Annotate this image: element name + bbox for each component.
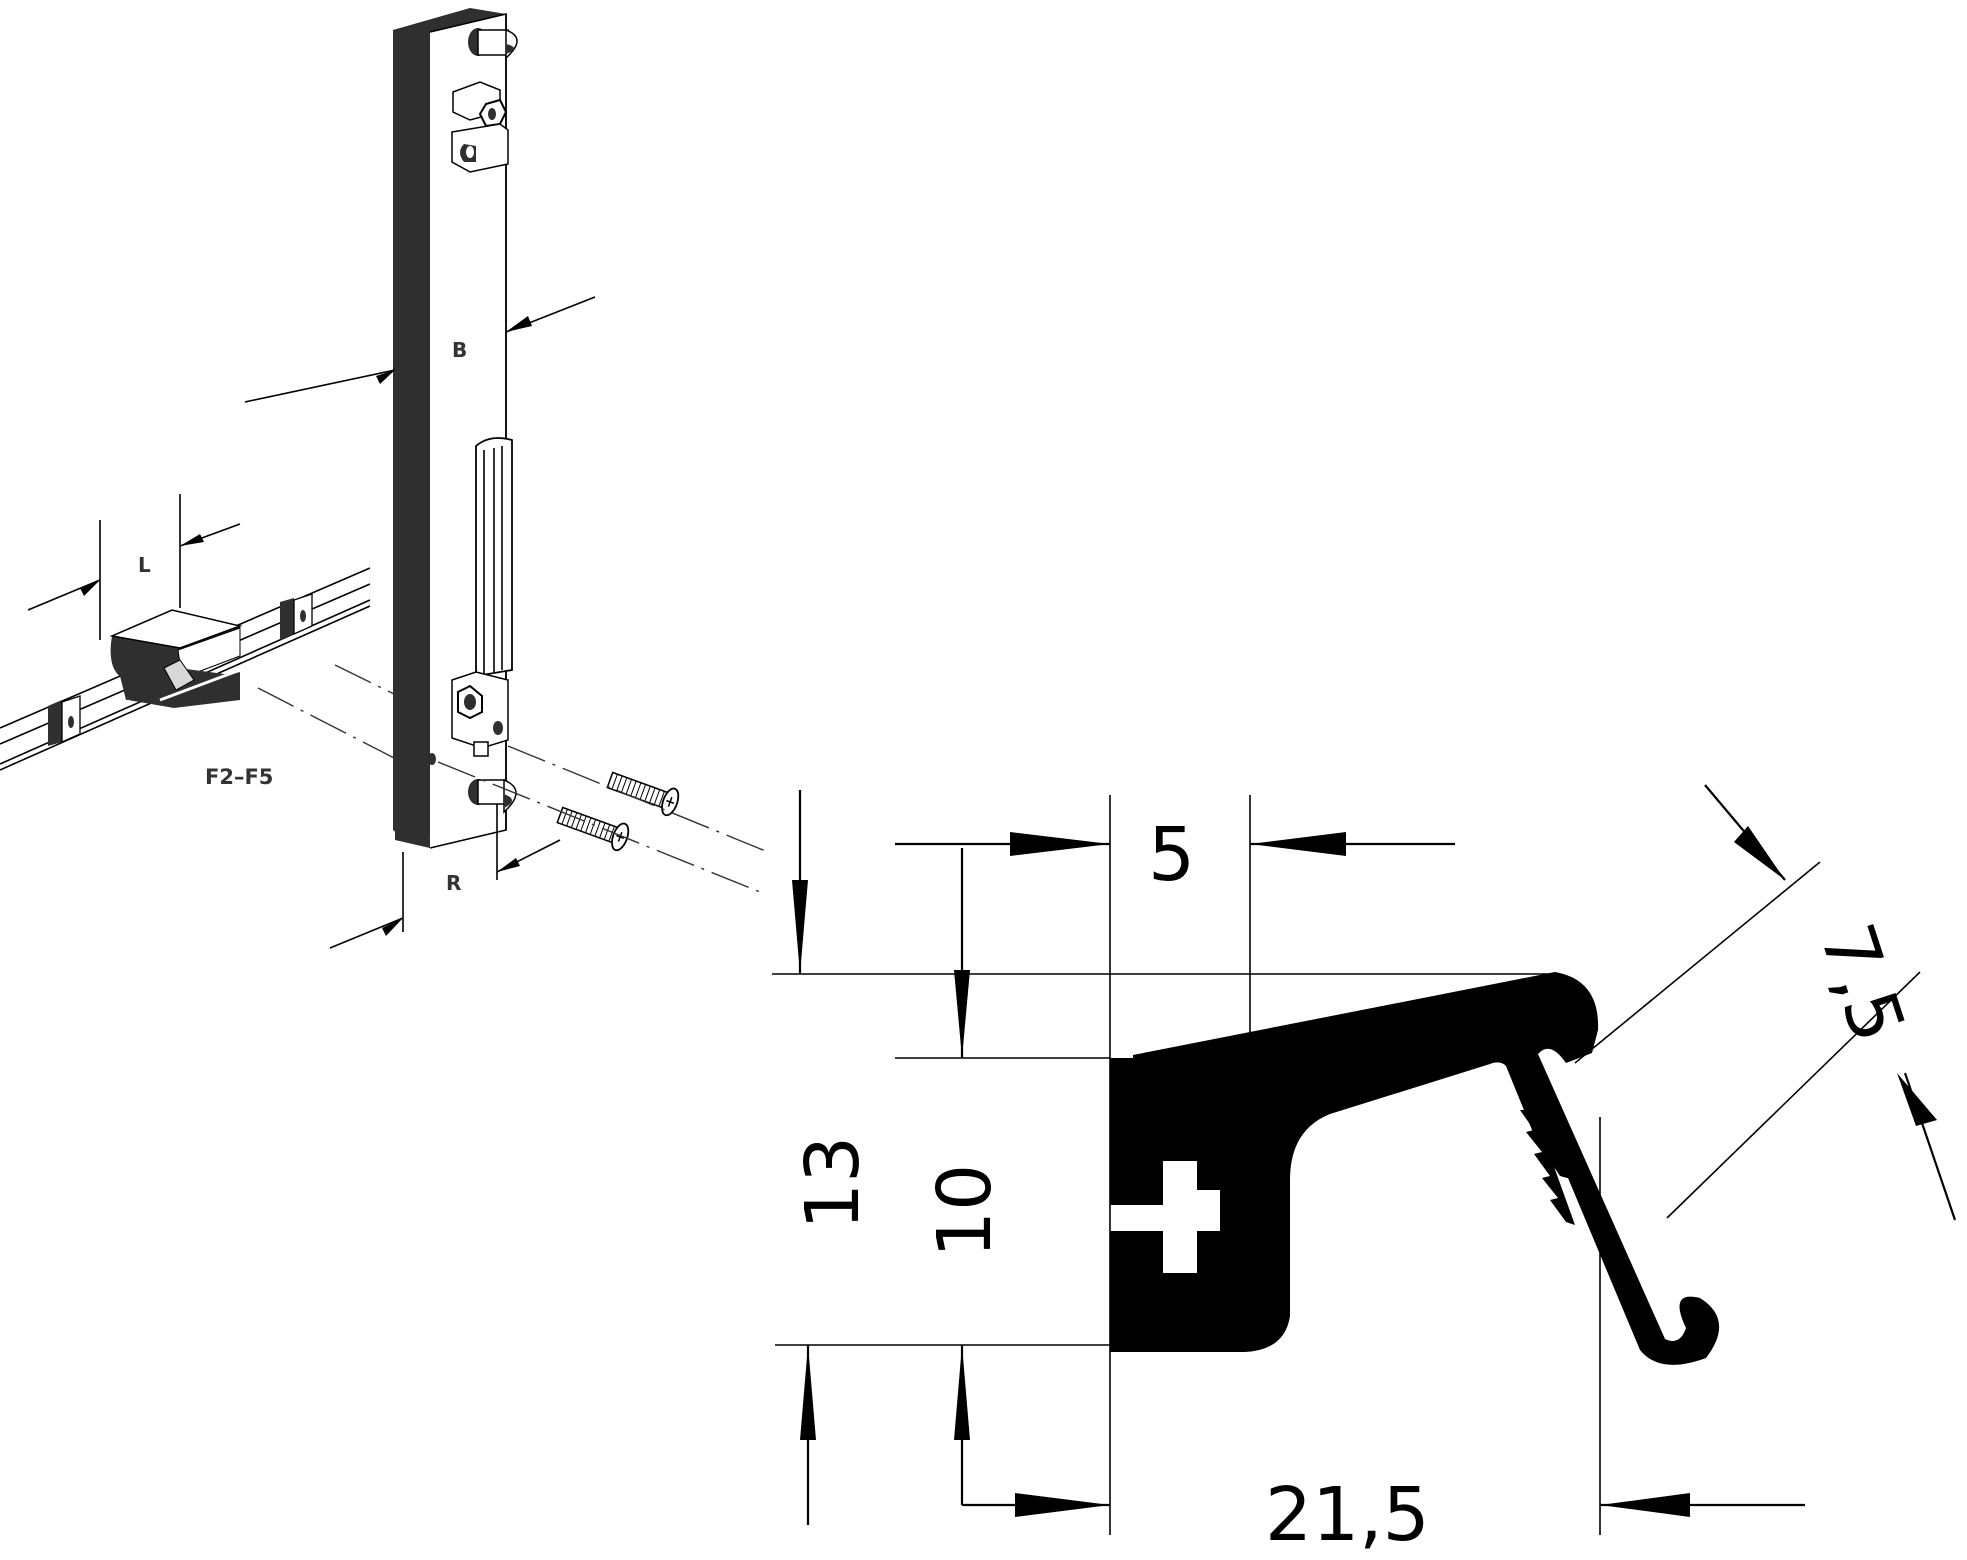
label-l: L [138, 553, 151, 577]
profile-shape [1110, 972, 1720, 1365]
board-edge [393, 26, 430, 840]
screw-icon [556, 806, 630, 852]
rail-clip-icon [280, 593, 313, 640]
dim-top-width: 5 [1148, 812, 1195, 898]
guide-rail: L F2–F5 [0, 494, 371, 789]
label-part-range: F2–F5 [205, 765, 273, 789]
label-b: B [452, 338, 467, 362]
bottom-pin-icon [468, 778, 517, 814]
rail-clip-icon [48, 695, 81, 746]
top-nut-icon [451, 81, 509, 173]
board-assembly: B R [244, 8, 596, 949]
card-guide-block [109, 609, 243, 708]
screw-icon [606, 771, 680, 817]
board-rail [475, 437, 513, 678]
dim-overall-width: 21,5 [1265, 1472, 1430, 1558]
bottom-nut-icon [451, 671, 509, 757]
label-r: R [446, 871, 461, 895]
profile-section: 5 13 10 21,5 7,5 [772, 784, 1957, 1558]
dim-inner-height: 10 [922, 1164, 1008, 1258]
dim-slot-gap: 7,5 [1803, 914, 1921, 1053]
dim-overall-height: 13 [790, 1136, 876, 1230]
top-pin-icon [468, 28, 518, 60]
cross-cutout [1110, 1161, 1220, 1273]
